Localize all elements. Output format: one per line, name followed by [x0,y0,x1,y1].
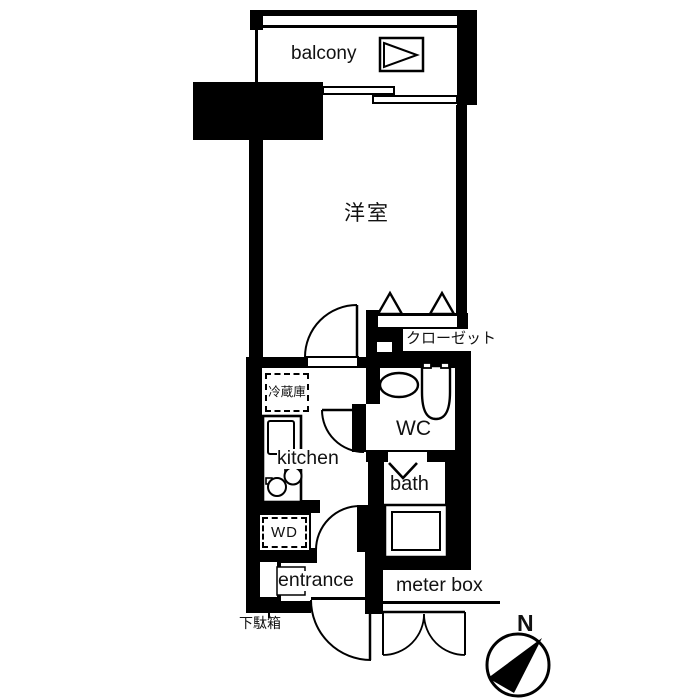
wc-label: WC [396,417,431,440]
wall-balcony-top-bar [250,10,477,16]
bathtub-icon [383,503,449,559]
sliding-window-icon [322,86,458,104]
wall-right-mid [456,105,467,315]
closet-interior [378,316,457,327]
washer-dryer-label: WD [271,524,298,541]
wall-bath-left [368,450,384,570]
bath-door-opening [388,452,427,462]
wall-room-bottom-left [262,357,308,368]
north-label: N [517,610,534,636]
wall-bath-bottom [368,557,463,570]
compass-icon [485,632,551,698]
room-door-arc [304,304,359,368]
refrigerator-label: 冷蔵庫 [268,385,306,400]
wall-balcony-left-rail [255,28,258,84]
toilet-icon [378,362,452,421]
kitchen-label: kitchen [277,447,339,469]
wall-wc-door-jamb [352,404,366,452]
closet-wall-notch [377,342,392,352]
bath-label: bath [390,473,429,495]
balcony-label: balcony [291,43,357,64]
entrance-door-arc [310,597,372,661]
wall-closet-front-line [378,313,457,316]
wall-balcony-inner-line [263,25,457,28]
wall-right-top [457,10,477,105]
wall-left-upper [249,140,263,357]
meter-box-doors [382,601,500,656]
wall-meter-pillar [372,601,383,614]
wall-bottom [246,601,311,613]
bath-door-icon [388,462,418,480]
hall-door-arc [315,505,362,551]
closet-label: クローゼット [406,330,497,347]
washer-dryer-box: WD [258,513,311,552]
shoe-cabinet-box [260,562,277,597]
entrance-label: entrance [278,569,354,591]
closet-fold-door-icon [375,290,457,316]
wall-right-closet [456,313,468,330]
partition-board-icon [378,36,425,73]
wall-top-left-pillar [250,10,263,30]
washer-dryer-inner: WD [262,517,307,548]
closet-label-bg [403,329,491,351]
main-room-label: 洋室 [344,202,390,225]
wall-wc-left [366,368,380,404]
shoe-cabinet-label: 下駄箱 [239,615,281,631]
meter-box-label: meter box [396,574,483,596]
wc-door-arc [321,408,365,453]
refrigerator-box: 冷蔵庫 [265,373,309,412]
wall-big-pillar [193,82,323,140]
wall-right-low [455,350,471,570]
